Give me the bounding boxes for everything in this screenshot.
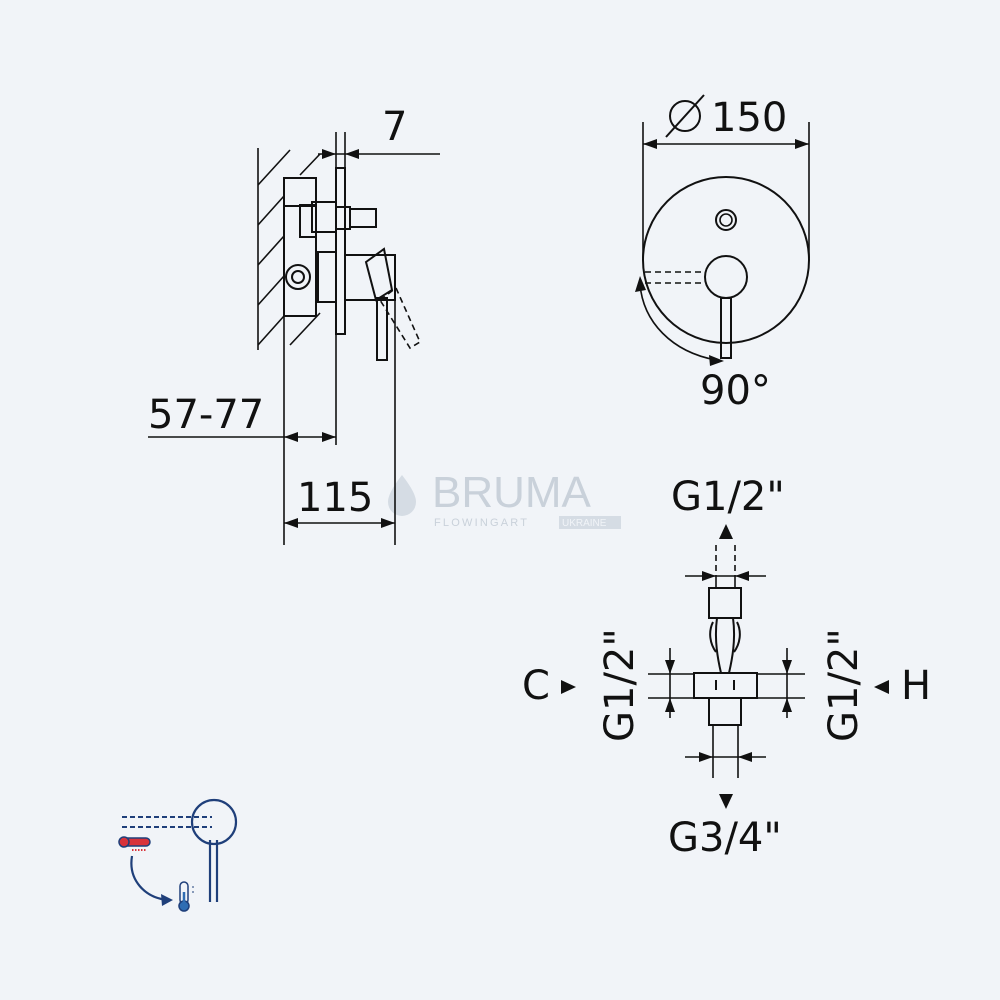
connection-top-label: G1/2" <box>671 474 785 520</box>
cold-thermometer-icon <box>178 881 194 912</box>
lever-rotated-front-dashed <box>645 271 705 284</box>
inlet-hot: G1/2" H <box>757 628 931 742</box>
rotation-arc: 90° <box>635 276 771 414</box>
dim-total-depth-label: 115 <box>297 475 373 521</box>
outlet-top: G1/2" <box>671 474 785 588</box>
inlet-cold: G1/2" C <box>522 628 694 742</box>
dim-install-depth-label: 57-77 <box>148 392 264 438</box>
cold-label: C <box>522 663 550 709</box>
arrow-up-icon <box>719 524 733 539</box>
wall-hatching <box>257 148 321 350</box>
hot-thermometer-icon <box>118 836 151 851</box>
dim-install-depth: 57-77 <box>148 316 337 545</box>
dim-rotation-label: 90° <box>700 368 771 414</box>
dim-diameter: 150 <box>642 94 810 258</box>
dim-diameter-label: 150 <box>711 95 787 141</box>
valve-body <box>283 177 377 317</box>
dim-plate-thickness-label: 7 <box>382 104 407 150</box>
watermark-region: UKRAINE <box>562 518 607 529</box>
dim-plate-thickness: 7 <box>318 104 440 168</box>
watermark-brand: BRUMA <box>432 468 592 517</box>
mixer-usage-icon <box>118 798 238 912</box>
connection-bottom-label: G3/4" <box>668 815 782 861</box>
dim-total-depth: 115 <box>284 300 396 545</box>
connection-left-label: G1/2" <box>597 628 643 742</box>
arrow-right-icon <box>561 680 576 694</box>
cover-plate <box>335 167 346 335</box>
watermark-region-badge <box>559 516 621 529</box>
watermark-tagline: FLOWINGART <box>434 517 529 529</box>
valve-core <box>693 587 758 726</box>
lever-front <box>720 297 732 359</box>
drop-logo-icon <box>388 475 416 516</box>
lever-hub <box>704 255 748 299</box>
front-view: 90° 150 <box>635 94 810 414</box>
diverter-knob-inner <box>719 213 733 227</box>
diameter-symbol-icon <box>665 94 705 138</box>
arrow-down-icon <box>719 794 733 809</box>
side-view: 7 57-77 115 <box>148 104 440 545</box>
hot-label: H <box>901 663 931 709</box>
outlet-bottom: G3/4" <box>668 725 782 861</box>
watermark: BRUMA FLOWINGART UKRAINE <box>388 468 621 529</box>
connection-right-label: G1/2" <box>821 628 867 742</box>
lever-handle <box>344 247 396 361</box>
cover-disc <box>642 176 810 344</box>
lever-rotated-dashed <box>378 286 422 350</box>
connection-diagram: G1/2" G1/2" C G1/2" H <box>522 474 931 861</box>
diverter-knob <box>715 209 737 231</box>
arrow-left-icon <box>874 680 889 694</box>
